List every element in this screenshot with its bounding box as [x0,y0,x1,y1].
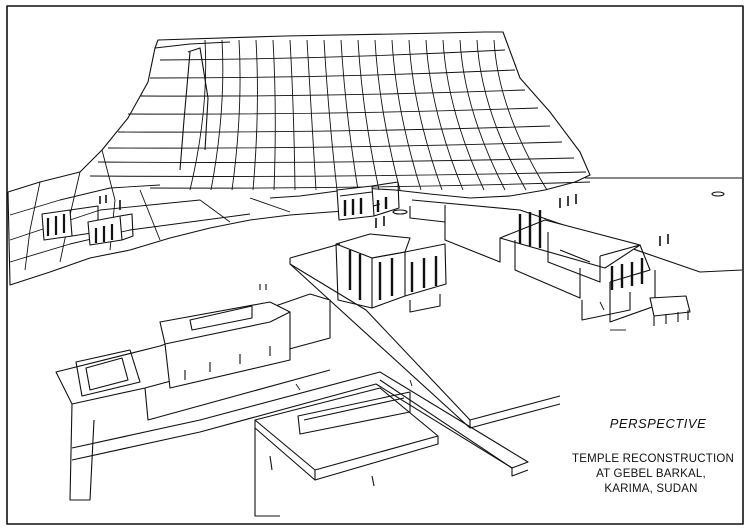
mountain-foot-slopes [9,149,291,271]
precinct-wall [289,243,561,429]
drawing-frame [6,5,744,525]
small-temple-center [336,181,408,221]
main-temple-complex [409,191,743,326]
title-line-3: KARIMA, SUDAN [604,483,698,495]
outer-enclosure [71,371,529,477]
drawing-title-block: TEMPLE RECONSTRUCTION AT GEBEL BARKAL, K… [572,452,735,497]
view-label: PERSPECTIVE [609,416,707,431]
gebel-barkal-mountain [7,31,591,286]
small-temple-west [41,195,134,246]
mountain-contour-grid [89,39,591,191]
temple-b [335,216,447,313]
ground-details [295,301,626,391]
storehouse-building [254,387,439,517]
title-line-2: AT GEBEL BARKAL, [596,468,706,480]
title-line-1: TEMPLE RECONSTRUCTION [572,453,735,465]
palace-compound [55,284,331,501]
